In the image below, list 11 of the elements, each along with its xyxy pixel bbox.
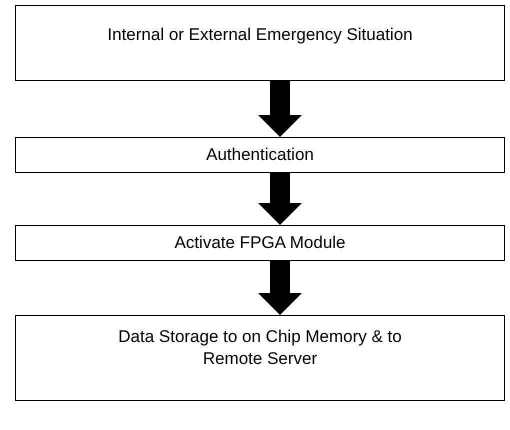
arrow <box>258 261 302 315</box>
arrow <box>258 81 302 137</box>
box-label: Activate FPGA Module <box>174 232 346 254</box>
process-box <box>15 315 505 401</box>
process-box <box>15 225 505 261</box>
process-box <box>15 5 505 81</box>
box-label: Authentication <box>206 144 314 166</box>
process-box <box>15 137 505 173</box>
arrow <box>258 173 302 225</box>
box-label: Internal or External Emergency Situation <box>107 24 413 46</box>
box-label: Data Storage to on Chip Memory & to Remote Server <box>117 326 403 370</box>
